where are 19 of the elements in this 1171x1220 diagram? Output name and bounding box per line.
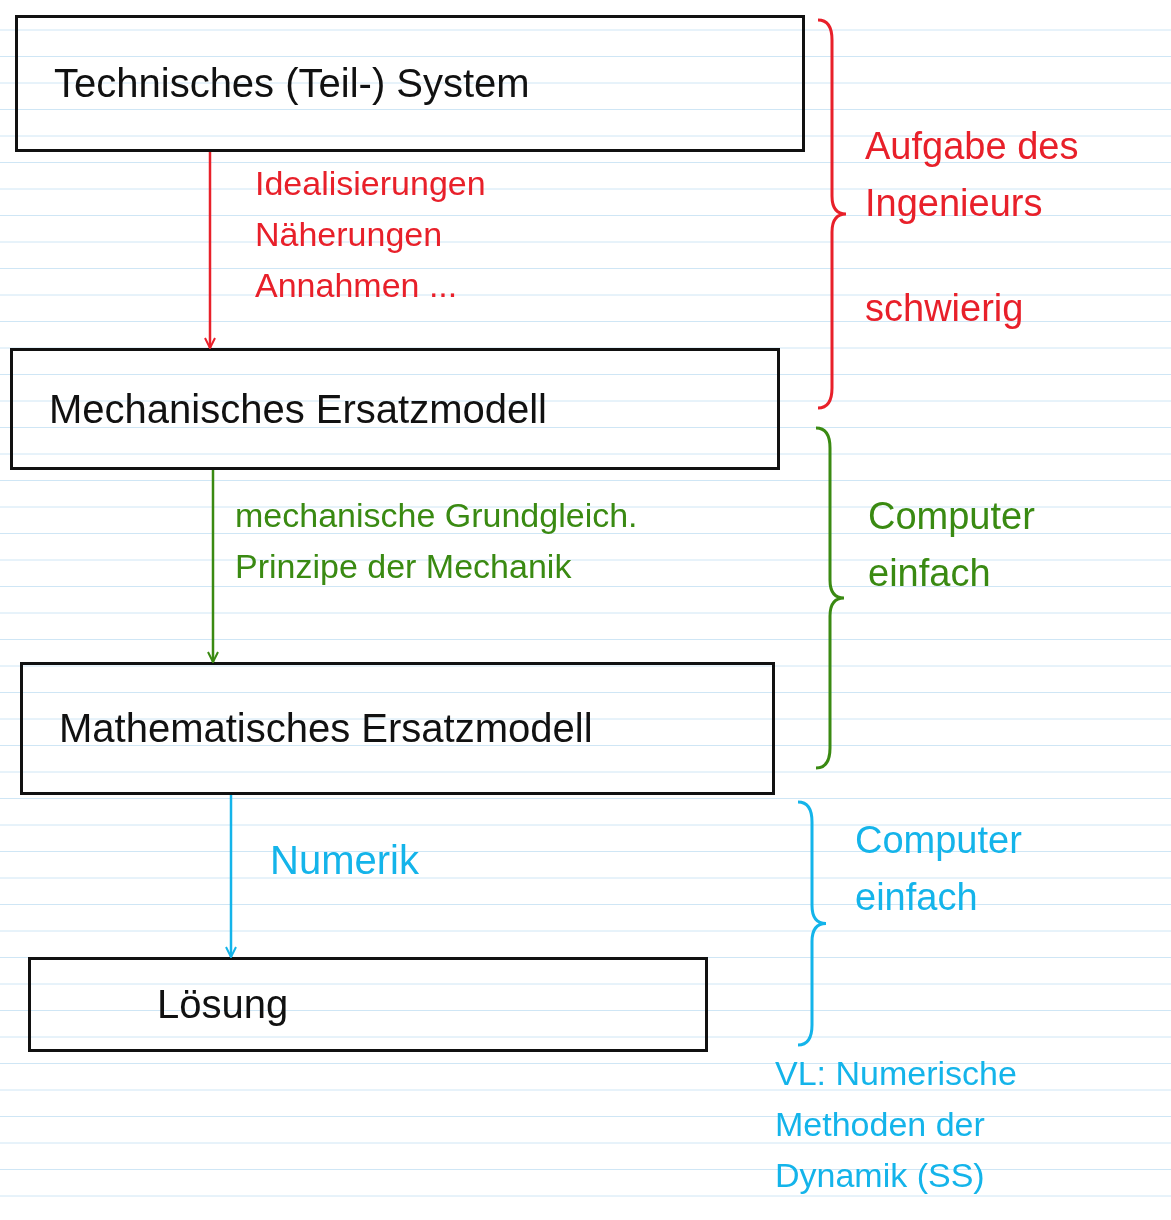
process-box [10,348,780,470]
annotation: Computer einfach [855,818,1023,920]
arrow [204,152,216,349]
box-title: Mathematisches Ersatzmodell [59,706,593,751]
process-box [20,662,775,795]
annotation: VL: Numerische Methoden der Dynamik (SS) [775,1053,1018,1196]
box-title: Mechanisches Ersatzmodell [49,386,547,432]
box-title: Technisches (Teil-) System [54,61,530,106]
arrow [207,470,219,663]
annotation: Aufgabe des Ingenieurs [865,124,1080,226]
annotation: Computer einfach [868,494,1036,596]
edge-label: Numerik [270,837,420,884]
annotation: schwierig [865,286,1025,331]
process-box [15,15,805,152]
edge-label: Idealisierungen Näherungen Annahmen ... [255,163,487,306]
edge-label: mechanische Grundgleich. Prinzipe der Mechanik [235,495,639,587]
arrow [225,795,237,958]
box-title: Lösung [157,982,289,1027]
process-box [28,957,708,1052]
